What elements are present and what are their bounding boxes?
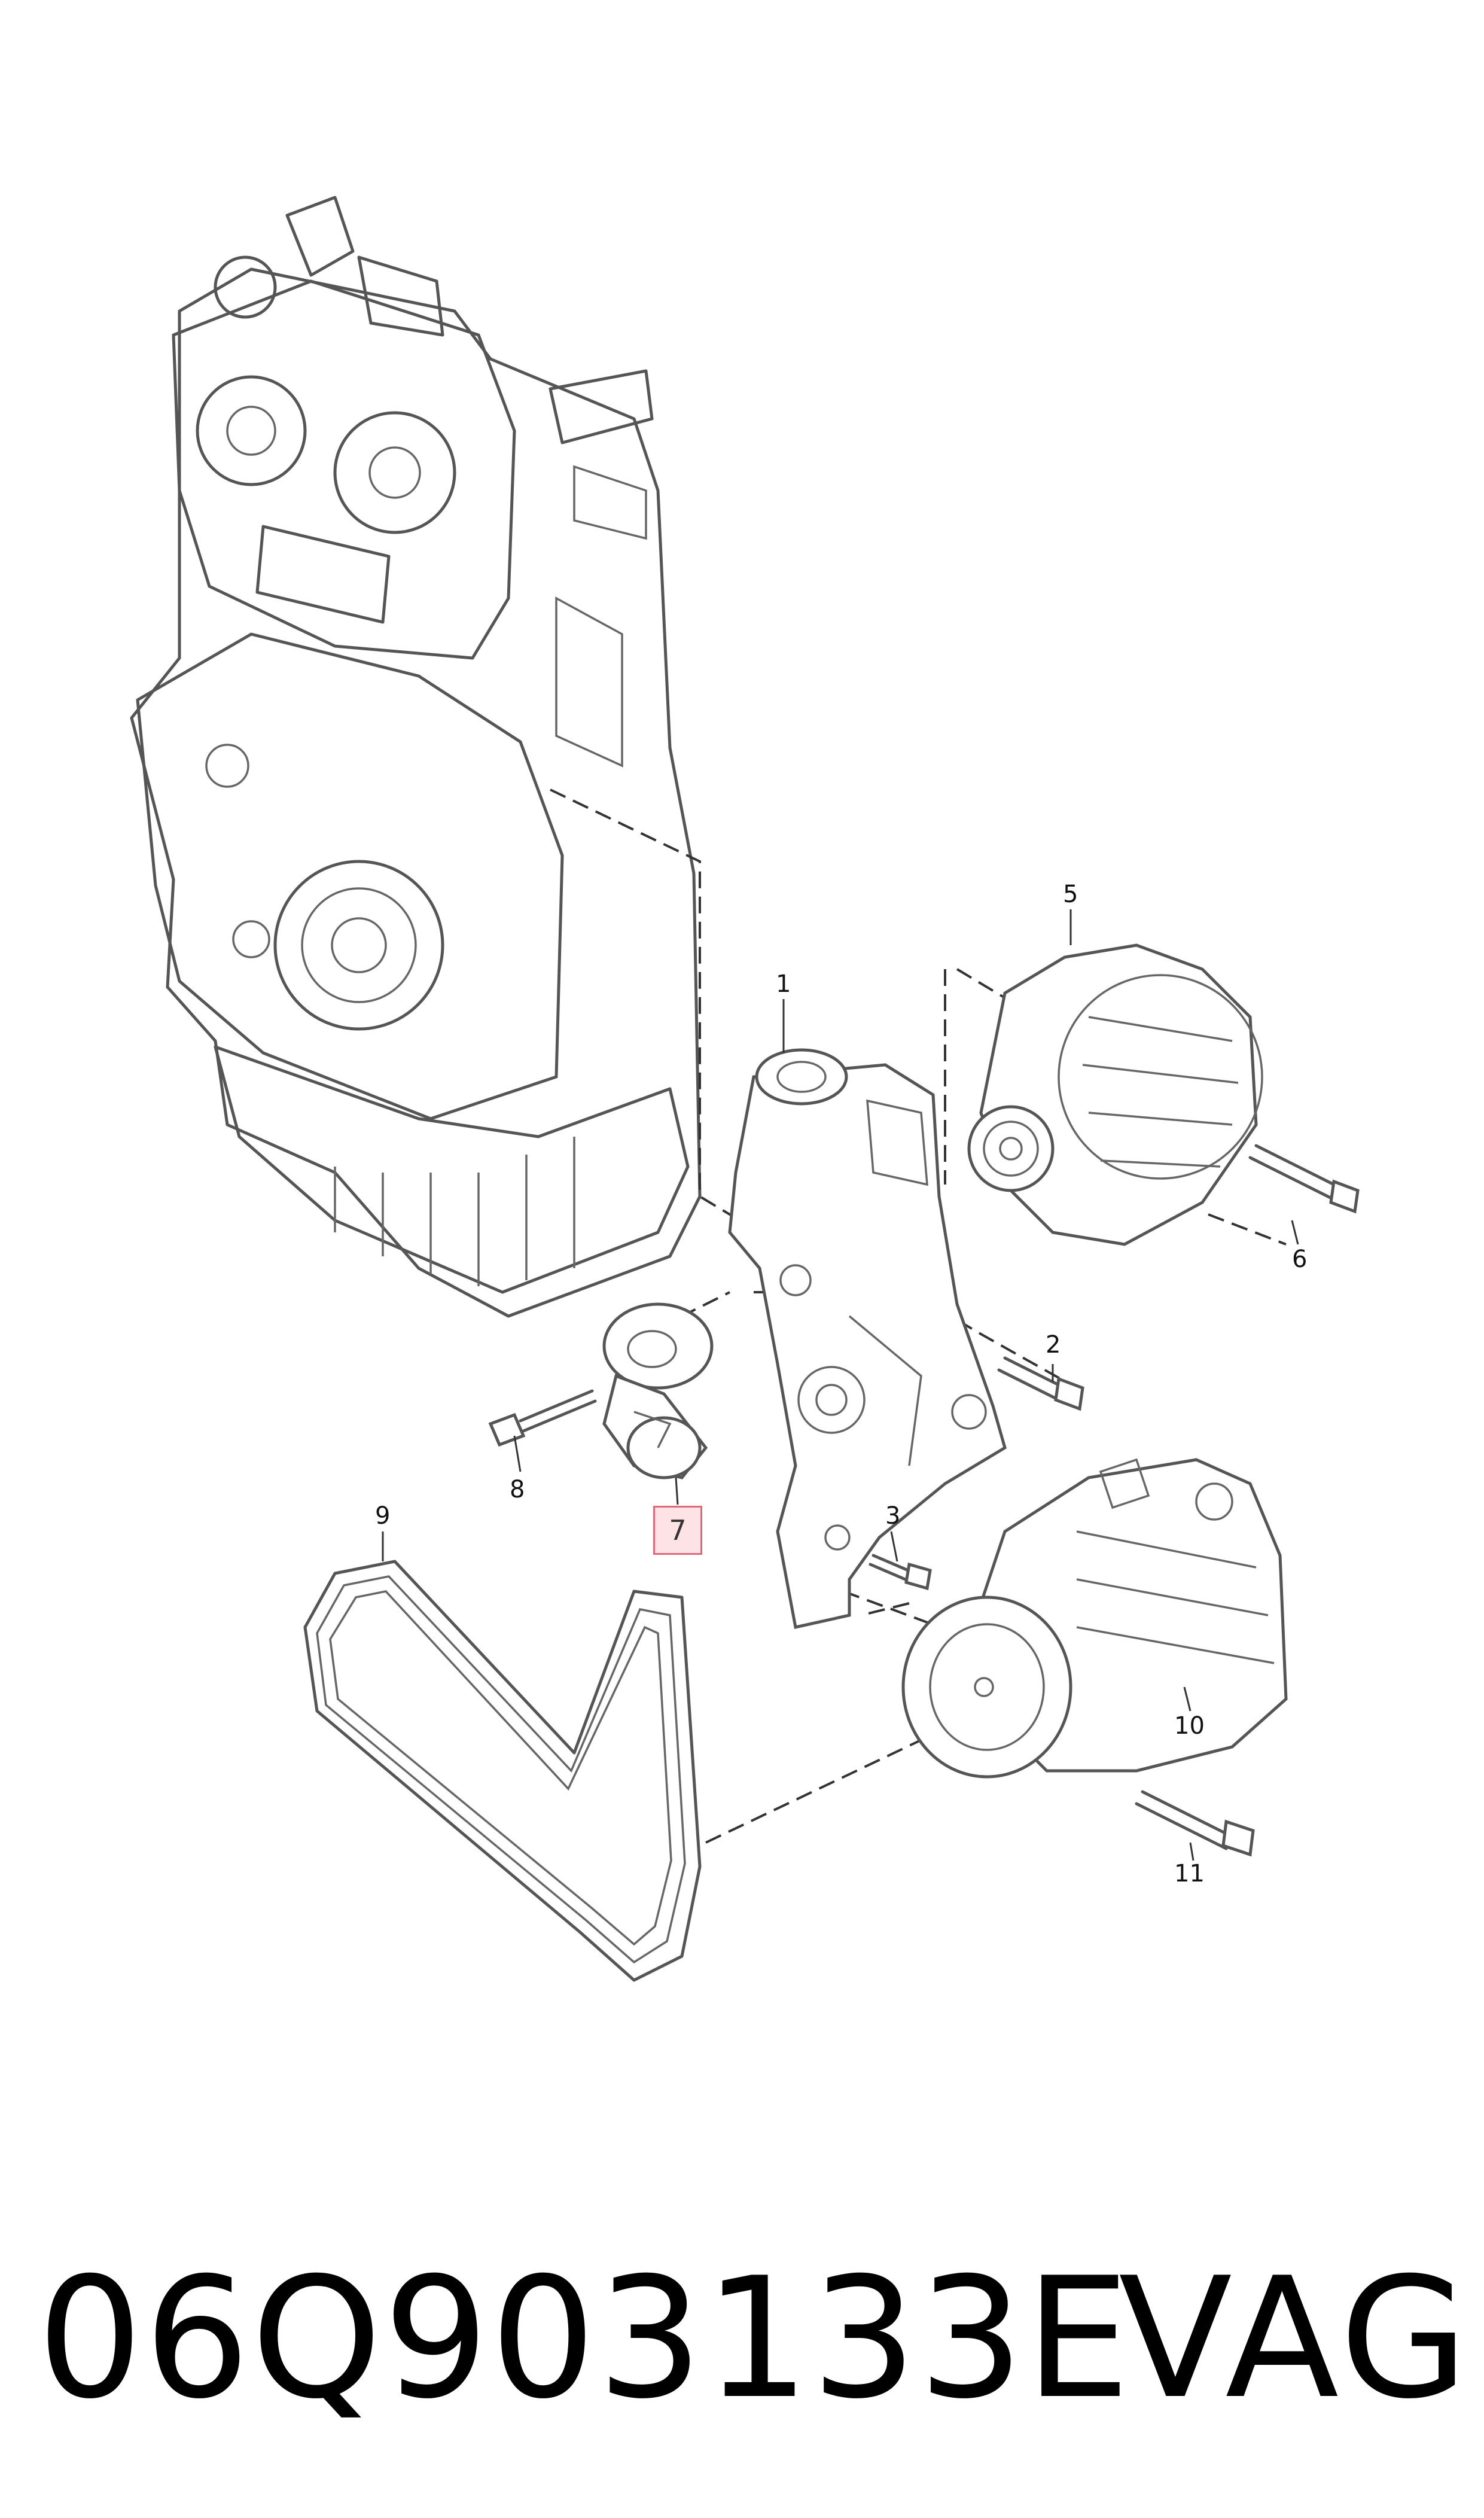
callout-10: 10	[1174, 1712, 1205, 1740]
bolt-part-3	[869, 1554, 932, 1591]
crankshaft-pulley	[273, 860, 444, 1031]
ribbed-belt-part-9	[303, 1560, 702, 1982]
callout-5: 5	[1063, 881, 1078, 908]
callout-2: 2	[1046, 1331, 1061, 1359]
bolt-part-8	[488, 1389, 597, 1447]
callout-1: 1	[776, 970, 791, 998]
callout-11: 11	[1174, 1860, 1205, 1887]
part-number: 06Q903133E	[37, 2242, 1132, 2435]
alternator-pulley	[967, 1105, 1055, 1192]
callout-7-highlighted[interactable]: 7	[653, 1506, 702, 1555]
callout-6: 6	[1292, 1246, 1308, 1273]
bolt-part-2	[997, 1356, 1084, 1411]
callout-3: 3	[885, 1502, 901, 1530]
callout-9: 9	[375, 1502, 391, 1530]
bolt-part-6	[1248, 1144, 1360, 1214]
camshaft-sprocket-right	[333, 411, 456, 534]
engine-block	[130, 196, 702, 1318]
belt-tensioner-part-7	[602, 1302, 714, 1479]
ac-compressor-part-10	[901, 1458, 1288, 1779]
alternator-part-5	[967, 943, 1263, 1246]
camshaft-sprocket-left	[196, 375, 307, 486]
bolt-part-11	[1135, 1790, 1255, 1857]
brand-label: VAG	[1118, 2242, 1472, 2435]
accessory-bracket-part-1	[728, 1048, 1007, 1630]
callout-8: 8	[510, 1476, 525, 1503]
ac-compressor-clutch	[901, 1596, 1072, 1779]
exploded-parts-diagram	[130, 196, 1360, 1982]
